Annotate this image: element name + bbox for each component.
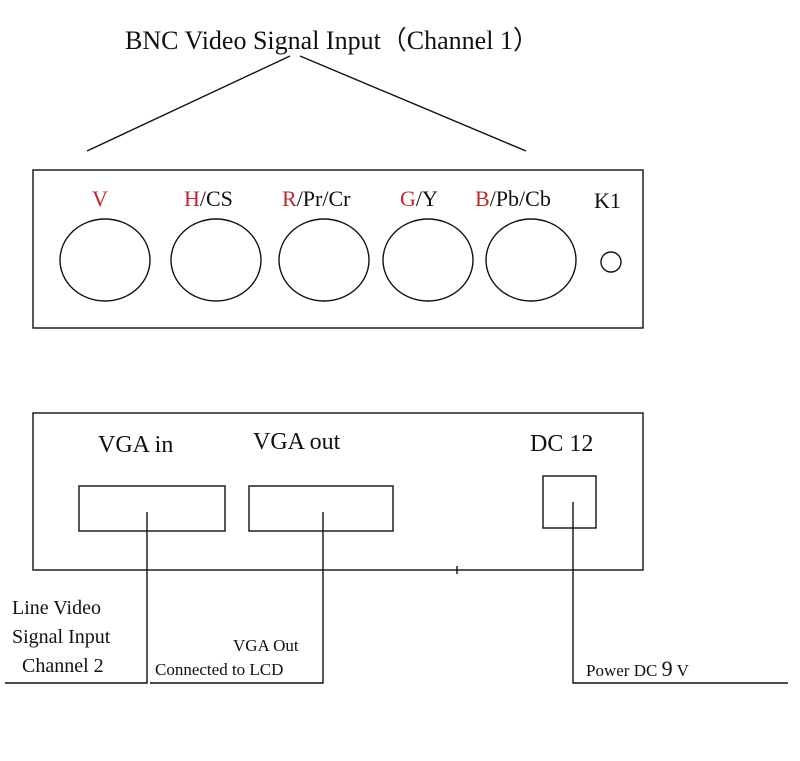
vga-out-port[interactable] bbox=[248, 485, 394, 532]
line-video-callout: Line Video Signal Input Channel 2 bbox=[12, 597, 115, 677]
bnc-connector-b[interactable] bbox=[485, 218, 577, 302]
bnc-connector-g[interactable] bbox=[382, 218, 474, 302]
vga-in-port[interactable] bbox=[78, 485, 226, 532]
connector-label-v: V bbox=[92, 186, 108, 211]
vga-out-callout: VGA Out Connected to LCD bbox=[155, 636, 303, 679]
bnc-panel bbox=[32, 169, 644, 329]
vga-out-label: VGA out bbox=[253, 429, 341, 455]
vga-in-label: VGA in bbox=[98, 432, 173, 458]
dc-input-label: DC 12 bbox=[530, 431, 593, 457]
connector-label-r: R/Pr/Cr bbox=[282, 186, 351, 211]
title-pointer-left bbox=[86, 55, 291, 152]
switch-label-k1: K1 bbox=[594, 188, 621, 213]
vga-panel bbox=[32, 412, 644, 571]
dc-power-jack[interactable] bbox=[542, 475, 597, 529]
connector-label-g: G/Y bbox=[400, 186, 438, 211]
bnc-input-title: BNC Video Signal Input（Channel 1） bbox=[125, 26, 539, 55]
line-video-leader bbox=[5, 512, 148, 684]
bnc-connector-v[interactable] bbox=[59, 218, 151, 302]
switch-k1-button[interactable] bbox=[600, 251, 622, 273]
bnc-connector-r[interactable] bbox=[278, 218, 370, 302]
power-leader bbox=[572, 502, 788, 684]
bnc-connector-h[interactable] bbox=[170, 218, 262, 302]
vga-out-leader bbox=[150, 512, 324, 684]
connector-label-h: H/CS bbox=[184, 186, 233, 211]
connector-label-b: B/Pb/Cb bbox=[475, 186, 551, 211]
title-pointer-right bbox=[299, 55, 527, 152]
